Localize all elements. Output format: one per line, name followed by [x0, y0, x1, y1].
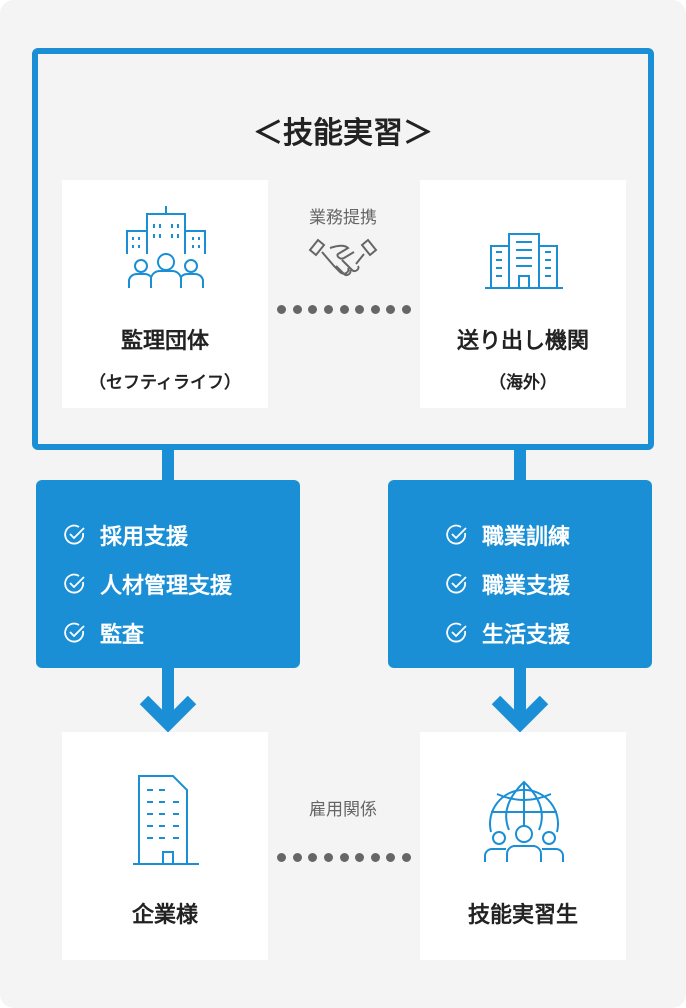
- handshake-icon: [308, 238, 378, 277]
- check-circle-icon: [64, 622, 85, 642]
- sending-org-name: 送り出し機関: [456, 329, 589, 354]
- technical-intern-frame: [32, 48, 654, 450]
- trainee-name: 技能実習生: [467, 903, 578, 928]
- trainee-box: 技能実習生: [420, 732, 626, 960]
- office-buildings-people-icon: [126, 206, 206, 288]
- globe-people-icon: [484, 780, 564, 862]
- left-connector: [162, 450, 174, 482]
- diagram-title: ＜技能実習＞: [253, 116, 433, 151]
- right-connector: [514, 450, 526, 482]
- employment-dotted-line: [277, 853, 411, 862]
- sending-org-box: 送り出し機関 （海外）: [420, 180, 626, 408]
- supervising-support-box: 採用支援 人材管理支援 監査: [36, 480, 300, 668]
- arrow-down-icon: [139, 668, 197, 732]
- check-circle-icon: [446, 622, 467, 642]
- check-circle-icon: [64, 524, 85, 544]
- building-icon: [485, 233, 563, 289]
- partnership-label: 業務提携: [309, 208, 377, 228]
- check-circle-icon: [446, 573, 467, 593]
- support-item: 人材管理支援: [64, 559, 300, 608]
- support-item: 職業訓練: [446, 510, 652, 559]
- sending-org-sub: （海外）: [489, 373, 557, 393]
- support-item: 採用支援: [64, 510, 300, 559]
- supervising-org-sub: （セフティライフ）: [89, 373, 241, 393]
- employment-label: 雇用関係: [309, 800, 377, 820]
- check-circle-icon: [64, 573, 85, 593]
- office-building-icon: [133, 775, 199, 865]
- supervising-org-name: 監理団体: [120, 329, 209, 354]
- sending-support-box: 職業訓練 職業支援 生活支援: [388, 480, 652, 668]
- partnership-dotted-line: [277, 305, 411, 314]
- support-item: 職業支援: [446, 559, 652, 608]
- company-name: 企業様: [131, 903, 198, 928]
- support-item: 監査: [64, 608, 300, 657]
- support-item: 生活支援: [446, 608, 652, 657]
- company-box: 企業様: [62, 732, 268, 960]
- check-circle-icon: [446, 524, 467, 544]
- arrow-down-icon: [491, 668, 549, 732]
- supervising-org-box: 監理団体 （セフティライフ）: [62, 180, 268, 408]
